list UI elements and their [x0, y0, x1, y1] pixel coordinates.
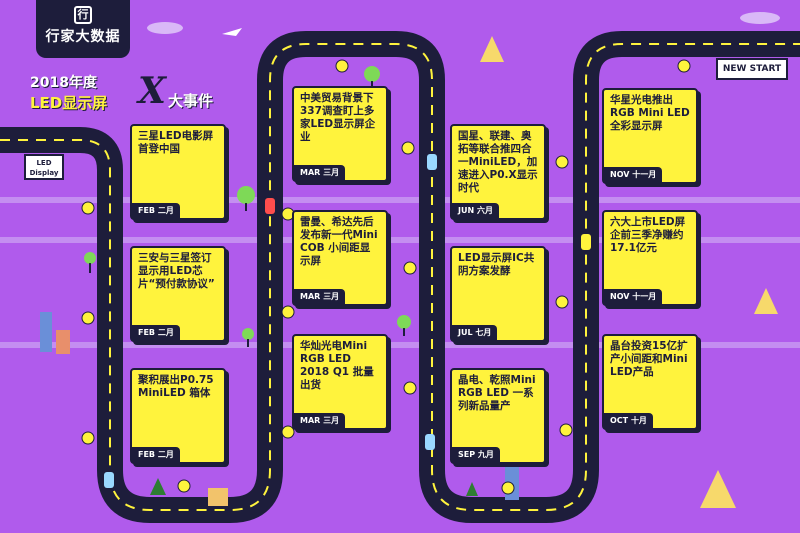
title-year: 2018年度 [30, 75, 97, 91]
mountain-icon [754, 288, 778, 314]
event-text: LED显示屏IC共阴方案发酵 [458, 252, 535, 277]
event-card: 雷曼、希达先后发布新一代Mini COB 小间距显示屏 MAR 三月 [292, 210, 388, 306]
event-card: 中美贸易背景下337调查盯上多家LED显示屏企业 MAR 三月 [292, 86, 388, 182]
event-text: 中美贸易背景下337调查盯上多家LED显示屏企业 [300, 92, 376, 143]
event-date: JUL 七月 [452, 325, 498, 340]
event-card: 聚积展出P0.75 MiniLED 箱体 FEB 二月 [130, 368, 226, 464]
event-date: MAR 三月 [294, 289, 346, 304]
event-date: MAR 三月 [294, 165, 346, 180]
event-card: 六大上市LED屏企前三季净赚约17.1亿元 NOV 十一月 [602, 210, 698, 306]
mountain-icon [700, 470, 736, 508]
event-text: 国星、联建、奥拓等联合推四合一MiniLED，加速进入P0.X显示时代 [458, 130, 538, 194]
event-date: NOV 十一月 [604, 289, 663, 304]
cloud-icons [147, 12, 780, 36]
event-card: 华星光电推出RGB Mini LED 全彩显示屏 NOV 十一月 [602, 88, 698, 184]
event-date: NOV 十一月 [604, 167, 663, 182]
event-date: FEB 二月 [132, 203, 180, 218]
event-date: MAR 三月 [294, 413, 346, 428]
led-display-sign: LED Display [24, 154, 64, 180]
event-card: 三星LED电影屏首登中国 FEB 二月 [130, 124, 226, 220]
event-date: JUN 六月 [452, 203, 499, 218]
event-card: 华灿光电Mini RGB LED 2018 Q1 批量出货 MAR 三月 [292, 334, 388, 430]
event-text: 华灿光电Mini RGB LED 2018 Q1 批量出货 [300, 340, 374, 391]
event-text: 晶台投资15亿扩产小间距和Mini LED产品 [610, 340, 688, 378]
event-text: 晶电、乾照Mini RGB LED 一系列新品量产 [458, 374, 536, 412]
tree-icons [84, 66, 547, 496]
event-card: LED显示屏IC共阴方案发酵 JUL 七月 [450, 246, 546, 342]
event-card: 晶电、乾照Mini RGB LED 一系列新品量产 SEP 九月 [450, 368, 546, 464]
event-text: 三星LED电影屏首登中国 [138, 130, 214, 155]
event-text: 三安与三星签订显示用LED芯片“预付款协议” [138, 252, 215, 290]
event-text: 六大上市LED屏企前三季净赚约17.1亿元 [610, 216, 686, 254]
event-card: 三安与三星签订显示用LED芯片“预付款协议” FEB 二月 [130, 246, 226, 342]
title-led: LED显示屏 [30, 94, 108, 112]
new-start-sign: NEW START [716, 58, 788, 80]
event-date: FEB 二月 [132, 447, 180, 462]
arrow-icons [81, 59, 691, 495]
event-date: OCT 十月 [604, 413, 653, 428]
page-title: 2018年度 LED显示屏 X 大事件 [30, 70, 230, 118]
title-big-events: 大事件 [168, 92, 214, 110]
mountain-icon [480, 36, 504, 62]
event-date: FEB 二月 [132, 325, 180, 340]
logo-text: 行家大数据 [45, 29, 121, 45]
event-text: 聚积展出P0.75 MiniLED 箱体 [138, 374, 214, 399]
car-icons [104, 154, 591, 488]
title-x: X [138, 70, 166, 112]
event-date: SEP 九月 [452, 447, 500, 462]
brand-logo: 行 行家大数据 [36, 0, 130, 58]
event-text: 雷曼、希达先后发布新一代Mini COB 小间距显示屏 [300, 216, 378, 267]
event-card: 晶台投资15亿扩产小间距和Mini LED产品 OCT 十月 [602, 334, 698, 430]
logo-mark: 行 [74, 6, 92, 24]
event-card: 国星、联建、奥拓等联合推四合一MiniLED，加速进入P0.X显示时代 JUN … [450, 124, 546, 220]
event-text: 华星光电推出RGB Mini LED 全彩显示屏 [610, 94, 690, 132]
